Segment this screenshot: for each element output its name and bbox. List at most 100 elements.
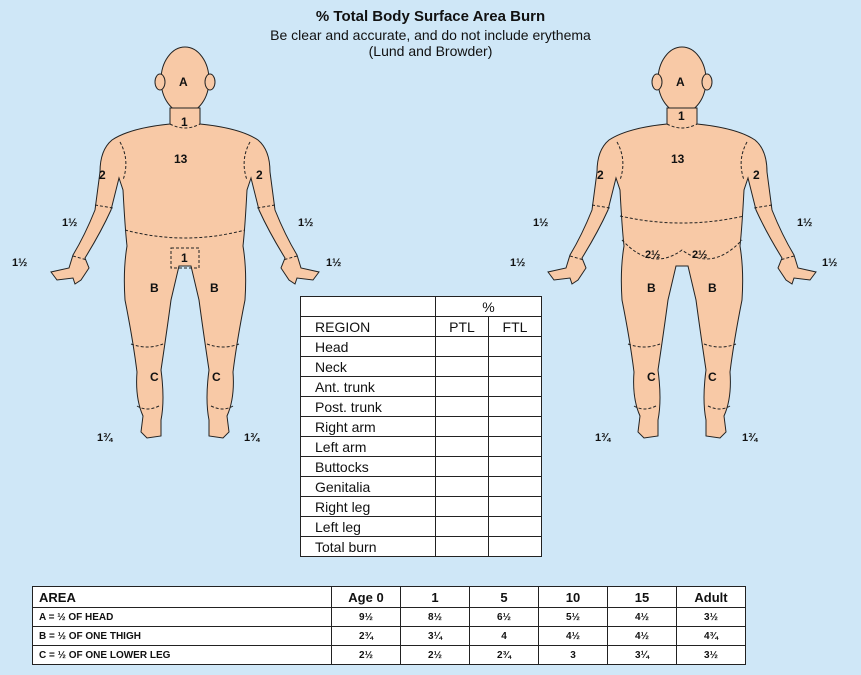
front-head-label: A xyxy=(179,75,188,89)
ptl-cell[interactable] xyxy=(436,537,489,557)
ptl-cell[interactable] xyxy=(436,437,489,457)
ftl-cell[interactable] xyxy=(489,417,542,437)
back-hand-left-label: 1½ xyxy=(822,257,837,269)
front-foot-left-label: 1¾ xyxy=(244,432,260,444)
region-name: Right arm xyxy=(301,417,436,437)
front-thigh-right-label: B xyxy=(150,281,159,295)
table-header-row: AREA Age 0 1 5 10 15 Adult xyxy=(33,587,746,608)
value-cell: 2¾ xyxy=(332,627,401,646)
back-leg-right-label: C xyxy=(647,370,656,384)
table-row: Buttocks xyxy=(301,457,542,477)
value-cell: 4½ xyxy=(539,627,608,646)
region-name: Left arm xyxy=(301,437,436,457)
ptl-cell[interactable] xyxy=(436,477,489,497)
ftl-column-header: FTL xyxy=(489,317,542,337)
region-name: Left leg xyxy=(301,517,436,537)
front-body-figure xyxy=(51,47,319,438)
ptl-cell[interactable] xyxy=(436,417,489,437)
region-name: Head xyxy=(301,337,436,357)
age-column-header: Age 0 xyxy=(332,587,401,608)
ptl-cell[interactable] xyxy=(436,497,489,517)
value-cell: 3½ xyxy=(677,646,746,665)
ftl-cell[interactable] xyxy=(489,537,542,557)
front-upper-arm-right-label: 2 xyxy=(99,168,106,182)
front-hand-right-label: 1½ xyxy=(12,257,27,269)
region-name: Neck xyxy=(301,357,436,377)
back-buttock-left-label: 2½ xyxy=(692,249,707,261)
back-foot-right-label: 1¾ xyxy=(595,432,611,444)
front-hand-left-label: 1½ xyxy=(326,257,341,269)
back-thigh-left-label: B xyxy=(708,281,717,295)
value-cell: 2½ xyxy=(401,646,470,665)
ftl-cell[interactable] xyxy=(489,397,542,417)
table-row: C = ½ OF ONE LOWER LEG 2½ 2½ 2¾ 3 3¼ 3½ xyxy=(33,646,746,665)
back-upper-arm-left-label: 2 xyxy=(753,168,760,182)
age-column-header: Adult xyxy=(677,587,746,608)
back-buttock-right-label: 2½ xyxy=(645,249,660,261)
ftl-cell[interactable] xyxy=(489,517,542,537)
table-row: A = ½ OF HEAD 9½ 8½ 6½ 5½ 4½ 3½ xyxy=(33,608,746,627)
table-row: Total burn xyxy=(301,537,542,557)
ptl-cell[interactable] xyxy=(436,377,489,397)
value-cell: 3¼ xyxy=(608,646,677,665)
value-cell: 8½ xyxy=(401,608,470,627)
ftl-cell[interactable] xyxy=(489,497,542,517)
value-cell: 5½ xyxy=(539,608,608,627)
back-neck-label: 1 xyxy=(678,109,685,123)
table-header-row: % xyxy=(301,297,542,317)
age-column-header: 10 xyxy=(539,587,608,608)
table-row: Right leg xyxy=(301,497,542,517)
region-name: Right leg xyxy=(301,497,436,517)
region-name: Post. trunk xyxy=(301,397,436,417)
region-name: Buttocks xyxy=(301,457,436,477)
area-name: A = ½ OF HEAD xyxy=(33,608,332,627)
region-burn-table: % REGION PTL FTL Head Neck Ant. trunk Po… xyxy=(300,296,542,557)
front-forearm-left-label: 1½ xyxy=(298,217,313,229)
ftl-cell[interactable] xyxy=(489,477,542,497)
table-row: Head xyxy=(301,337,542,357)
ptl-cell[interactable] xyxy=(436,517,489,537)
back-trunk-label: 13 xyxy=(671,152,685,166)
value-cell: 3 xyxy=(539,646,608,665)
area-column-header: AREA xyxy=(33,587,332,608)
region-name: Total burn xyxy=(301,537,436,557)
area-name: C = ½ OF ONE LOWER LEG xyxy=(33,646,332,665)
back-foot-left-label: 1¾ xyxy=(742,432,758,444)
value-cell: 3½ xyxy=(677,608,746,627)
ptl-cell[interactable] xyxy=(436,357,489,377)
value-cell: 9½ xyxy=(332,608,401,627)
back-thigh-right-label: B xyxy=(647,281,656,295)
value-cell: 4 xyxy=(470,627,539,646)
front-neck-label: 1 xyxy=(181,115,188,129)
table-row: Left arm xyxy=(301,437,542,457)
table-row: Neck xyxy=(301,357,542,377)
value-cell: 4½ xyxy=(608,627,677,646)
front-leg-right-label: C xyxy=(150,370,159,384)
region-name: Ant. trunk xyxy=(301,377,436,397)
back-forearm-right-label: 1½ xyxy=(533,217,548,229)
table-row: Post. trunk xyxy=(301,397,542,417)
ftl-cell[interactable] xyxy=(489,457,542,477)
region-name: Genitalia xyxy=(301,477,436,497)
ftl-cell[interactable] xyxy=(489,377,542,397)
front-thigh-left-label: B xyxy=(210,281,219,295)
table-row: Genitalia xyxy=(301,477,542,497)
back-head-label: A xyxy=(676,75,685,89)
ptl-column-header: PTL xyxy=(436,317,489,337)
front-forearm-right-label: 1½ xyxy=(62,217,77,229)
back-forearm-left-label: 1½ xyxy=(797,217,812,229)
ptl-cell[interactable] xyxy=(436,457,489,477)
region-column-header: REGION xyxy=(301,317,436,337)
ftl-cell[interactable] xyxy=(489,437,542,457)
back-body-figure xyxy=(548,47,816,438)
age-adjustment-table: AREA Age 0 1 5 10 15 Adult A = ½ OF HEAD… xyxy=(32,586,746,665)
table-row: Left leg xyxy=(301,517,542,537)
value-cell: 2¾ xyxy=(470,646,539,665)
ftl-cell[interactable] xyxy=(489,337,542,357)
ptl-cell[interactable] xyxy=(436,337,489,357)
table-row: Ant. trunk xyxy=(301,377,542,397)
front-foot-right-label: 1¾ xyxy=(97,432,113,444)
ptl-cell[interactable] xyxy=(436,397,489,417)
ftl-cell[interactable] xyxy=(489,357,542,377)
table-row: B = ½ OF ONE THIGH 2¾ 3¼ 4 4½ 4½ 4¾ xyxy=(33,627,746,646)
